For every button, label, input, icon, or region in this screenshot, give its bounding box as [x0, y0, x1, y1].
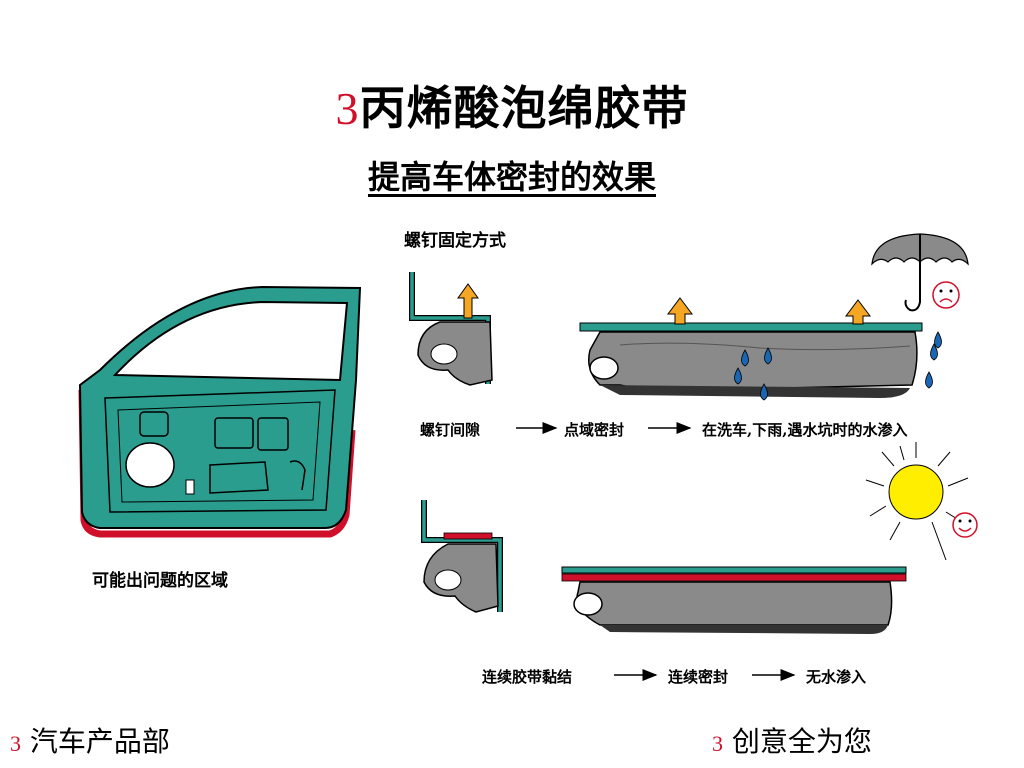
bottom-flow-step-2: 连续密封 [668, 668, 729, 686]
sad-face-icon [932, 281, 960, 309]
bottom-long-seal [561, 566, 907, 634]
title-text: 丙烯酸泡绵胶带 [359, 81, 689, 135]
bottom-flow-step-3: 无水渗入 [806, 668, 867, 686]
footer-left-text: 汽车产品部 [29, 725, 170, 758]
subtitle-text: 提高车体密封的效果 [367, 158, 656, 196]
bottom-flow-step-1: 连续胶带黏结 [482, 668, 573, 686]
door-problem-label: 可能出问题的区域 [92, 571, 228, 591]
footer-right-text: 创意全为您 [731, 725, 872, 758]
sun-icon [865, 442, 969, 561]
screw-arrow-icon [845, 299, 871, 325]
top-profile-section [409, 272, 493, 386]
footer-right-number: 3 [712, 731, 723, 756]
car-door [78, 285, 362, 538]
top-flow-step-2: 点域密封 [564, 421, 625, 439]
top-flow-step-3: 在洗车,下雨,遇水坑时的水渗入 [702, 421, 908, 439]
page-title: 3丙烯酸泡绵胶带 [0, 72, 1024, 138]
footer-left-number: 3 [10, 731, 21, 756]
happy-face-icon [952, 512, 978, 538]
footer-right: 3 创意全为您 [712, 720, 872, 760]
footer-left: 3 汽车产品部 [10, 720, 170, 760]
door-problem-edge [78, 389, 356, 538]
bottom-profile-section [421, 500, 503, 613]
top-long-seal [579, 297, 942, 401]
page-subtitle: 提高车体密封的效果 [0, 152, 1024, 198]
umbrella-icon [871, 233, 969, 312]
title-number: 3 [335, 83, 360, 134]
door-window [112, 300, 349, 382]
water-drops [734, 331, 942, 401]
screw-arrow-icon [667, 297, 693, 325]
screw-method-label: 螺钉固定方式 [404, 231, 506, 251]
screw-arrow-icon [457, 283, 479, 319]
top-flow-step-1: 螺钉间隙 [420, 421, 481, 439]
